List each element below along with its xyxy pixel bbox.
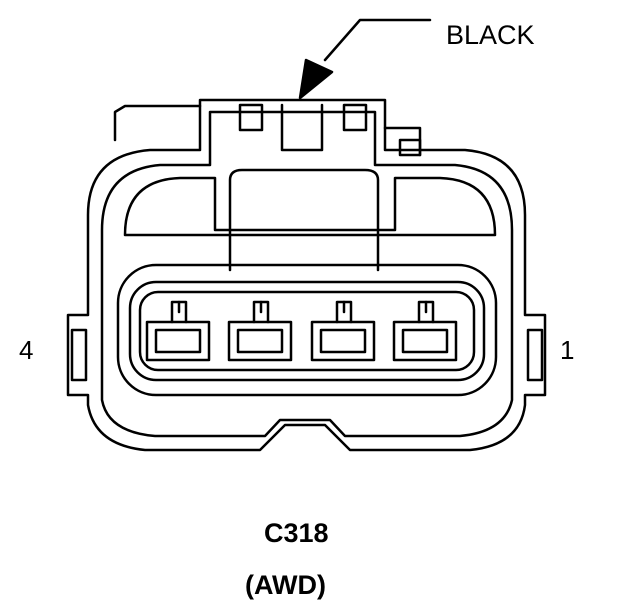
pin-number-right: 1	[560, 335, 575, 365]
housing-outer	[66, 98, 547, 452]
terminal-frame-outer	[116, 263, 498, 397]
terminal-2	[310, 300, 376, 362]
terminal-4	[145, 300, 211, 362]
terminal-1	[392, 300, 458, 362]
connector-variant: (AWD)	[245, 570, 326, 600]
housing-inner	[100, 110, 514, 438]
terminal-frame-inner	[128, 280, 486, 382]
terminal-3	[227, 300, 293, 362]
pin-number-left: 4	[19, 335, 34, 365]
top-lock	[113, 103, 422, 157]
connector-id: C318	[264, 518, 329, 548]
left-latch	[70, 328, 88, 382]
wire-color-label: BLACK	[446, 20, 535, 50]
leader-arrow	[298, 18, 432, 100]
upper-arch	[123, 176, 497, 237]
right-latch	[526, 328, 544, 382]
